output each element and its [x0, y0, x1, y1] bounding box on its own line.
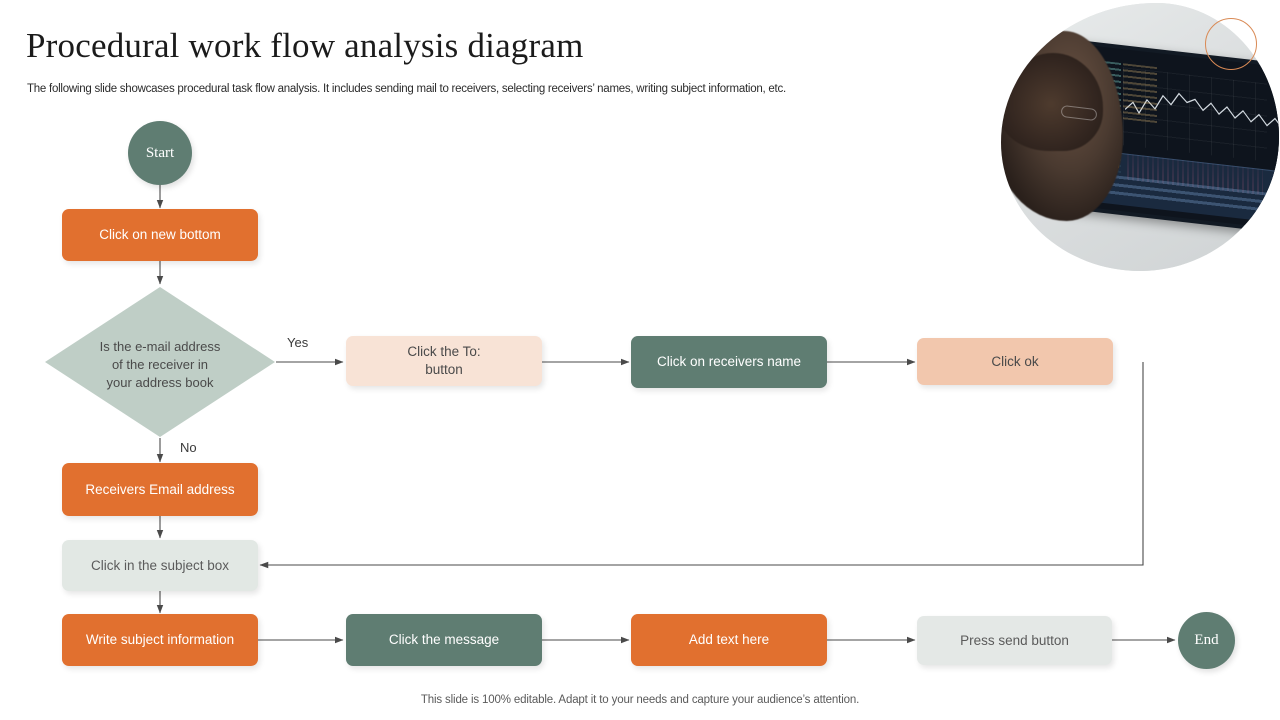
edge-label-no: No: [180, 440, 197, 455]
flow-node-add-text-here-label: Add text here: [688, 632, 770, 648]
flow-node-click-subject-box-label: Click in the subject box: [90, 557, 230, 573]
flow-node-click-receivers-name-label: Click on receivers name: [656, 354, 802, 370]
flow-node-click-subject-box[interactable]: Click in the subject box: [62, 540, 258, 591]
flow-node-write-subject-information-label: Write subject information: [85, 632, 235, 648]
flow-node-write-subject-information[interactable]: Write subject information: [62, 614, 258, 666]
flow-node-press-send-button[interactable]: Press send button: [917, 616, 1112, 665]
flow-node-press-send-button-label: Press send button: [960, 632, 1069, 648]
flow-node-click-new-bottom[interactable]: Click on new bottom: [62, 209, 258, 261]
edge-label-yes: Yes: [287, 335, 309, 350]
monitor-screen: [1063, 42, 1279, 230]
flow-node-end[interactable]: End: [1178, 612, 1235, 669]
flow-node-click-the-message[interactable]: Click the message: [346, 614, 542, 666]
flow-node-click-ok[interactable]: Click ok: [917, 338, 1113, 385]
flow-node-click-to-button[interactable]: Click the To: button: [346, 336, 542, 386]
page-title: Procedural work flow analysis diagram: [26, 26, 584, 65]
page-subtitle: The following slide showcases procedural…: [27, 83, 786, 95]
quote-rows-secondary: [1123, 63, 1157, 124]
footer-note: This slide is 100% editable. Adapt it to…: [420, 694, 860, 706]
flow-node-click-the-message-label: Click the message: [388, 632, 500, 648]
trading-monitor: [1059, 37, 1279, 235]
flow-node-end-label: End: [1194, 632, 1219, 648]
circle-outline-accent-icon: [1205, 18, 1257, 70]
flow-node-add-text-here[interactable]: Add text here: [631, 614, 827, 666]
flow-node-click-ok-label: Click ok: [991, 353, 1039, 369]
flow-node-click-to-button-label: Click the To: button: [407, 344, 481, 377]
flow-node-decision-label: Is the e-mail address of the receiver in…: [99, 339, 221, 390]
flow-node-start-label: Start: [145, 144, 175, 161]
price-line-chart: [1125, 92, 1279, 142]
person-head: [1001, 31, 1123, 221]
flow-node-click-new-bottom-label: Click on new bottom: [99, 227, 221, 243]
flow-node-start[interactable]: Start: [128, 121, 192, 185]
flow-node-decision-email-in-address-book[interactable]: Is the e-mail address of the receiver in…: [45, 287, 275, 437]
flow-node-click-receivers-name[interactable]: Click on receivers name: [631, 336, 827, 388]
flow-node-receivers-email-address-label: Receivers Email address: [85, 481, 235, 497]
flow-node-receivers-email-address[interactable]: Receivers Email address: [62, 463, 258, 516]
edge-click-ok-return-to-subject-box: [259, 362, 1144, 569]
person-hair: [1001, 53, 1103, 151]
